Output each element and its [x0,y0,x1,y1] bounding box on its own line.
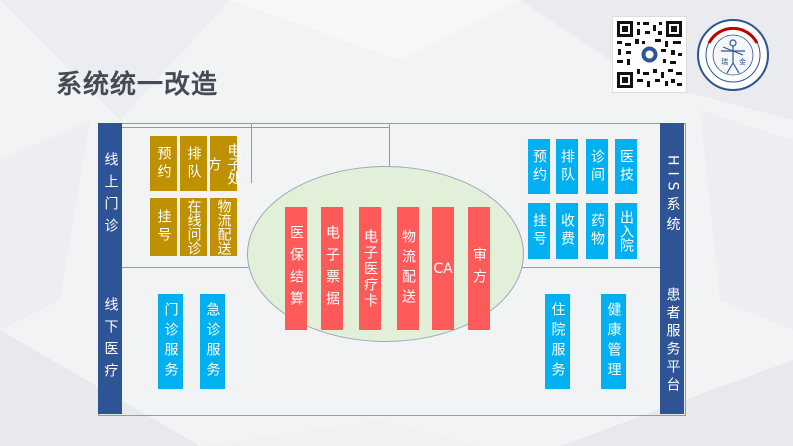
online-box-1[interactable]: 预约 [150,136,177,191]
sidebar-online-label: 线上门诊 [102,151,119,240]
center-box-1[interactable]: 医保结算 [285,207,307,330]
sidebar-patient-platform: 患者服务平台 [660,268,684,414]
online-box-2[interactable]: 排队 [180,136,207,191]
his-box-8[interactable]: 出入院 [615,203,637,259]
divider-left [251,123,252,183]
sidebar-his: HIS系统 [660,123,684,268]
his-box-7[interactable]: 药物 [586,203,608,259]
hospital-seal-logo: 瑞 金 [697,19,769,91]
online-box-6[interactable]: 物流配送 [210,198,237,256]
svg-text:瑞: 瑞 [721,57,728,66]
page-title: 系统统一改造 [56,70,219,100]
his-box-5[interactable]: 挂号 [528,203,550,259]
his-box-6[interactable]: 收费 [556,203,578,259]
center-box-5[interactable]: CA [432,207,454,330]
center-box-6[interactable]: 审方 [468,207,490,330]
his-box-4[interactable]: 医技 [615,139,637,194]
center-box-4[interactable]: 物流配送 [397,207,419,330]
online-box-5[interactable]: 在线问诊 [180,198,207,256]
divider-vertical [389,123,390,168]
offline-box-2[interactable]: 急诊服务 [200,294,225,389]
qr-code-icon [612,16,687,93]
divider-top-left [122,127,390,128]
sidebar-offline-label: 线下医疗 [102,297,119,385]
his-box-3[interactable]: 诊间 [586,139,608,194]
offline-box-1[interactable]: 门诊服务 [158,294,183,389]
center-box-3[interactable]: 电子医疗卡 [359,207,381,330]
online-box-3[interactable]: 电子处方 [206,136,242,191]
sidebar-patient-label: 患者服务平台 [664,287,681,395]
sidebar-online: 线上门诊 [98,123,122,268]
svg-text:金: 金 [739,57,746,66]
online-box-4[interactable]: 挂号 [150,198,177,256]
center-box-2[interactable]: 电子票据 [321,207,343,330]
patient-box-1[interactable]: 住院服务 [545,294,570,389]
his-box-1[interactable]: 预约 [528,139,550,194]
sidebar-offline: 线下医疗 [98,268,122,414]
his-box-2[interactable]: 排队 [556,139,578,194]
sidebar-his-label: HIS系统 [664,154,681,237]
patient-box-2[interactable]: 健康管理 [601,294,626,389]
